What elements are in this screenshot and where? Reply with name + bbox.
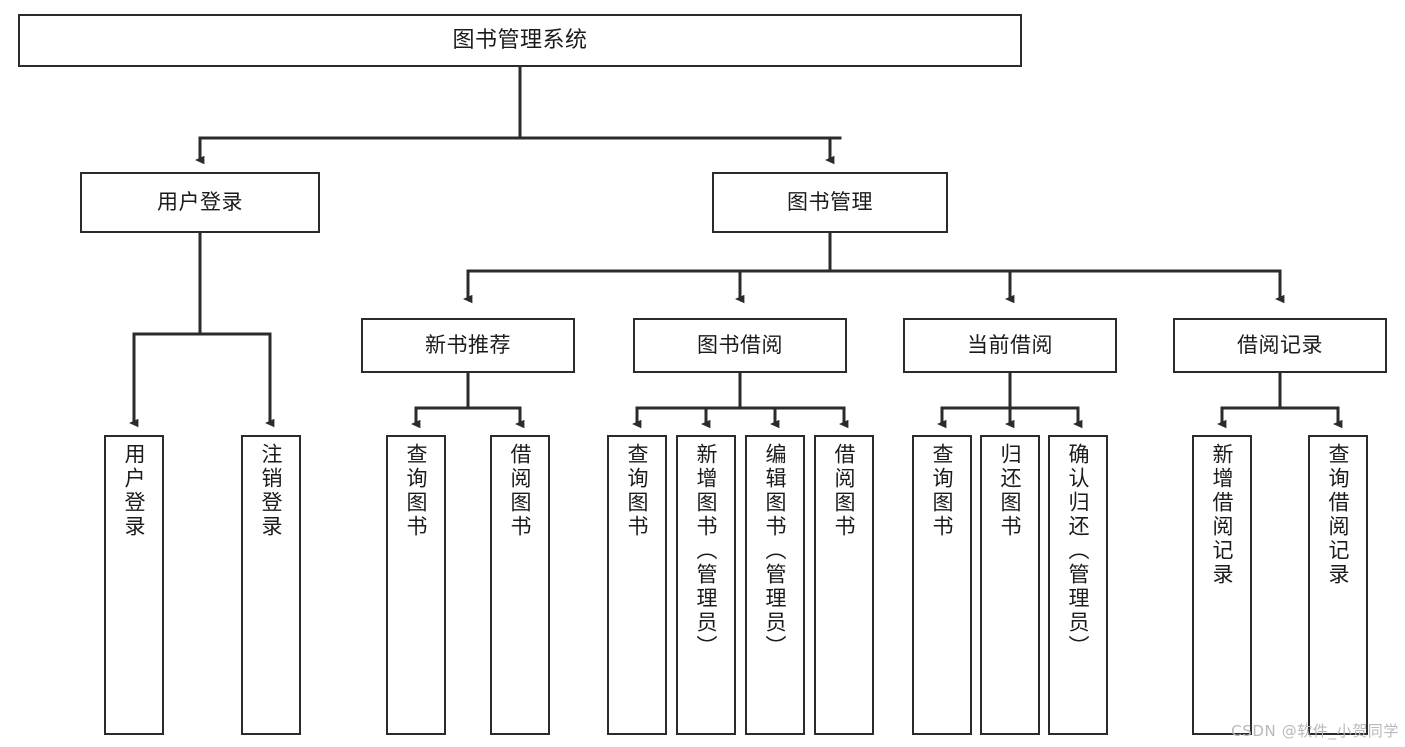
leaf-edit-book-admin[interactable]: 编辑图书（管理员）	[745, 435, 805, 735]
node-book-borrow[interactable]: 图书借阅	[633, 318, 847, 373]
node-label: 图书借阅	[697, 333, 783, 358]
node-label: 借阅图书	[508, 443, 533, 539]
node-label: 图书管理系统	[452, 27, 588, 53]
leaf-user-logout[interactable]: 注销登录	[241, 435, 301, 735]
node-label: 用户登录	[157, 190, 243, 215]
node-book-management[interactable]: 图书管理	[712, 172, 948, 233]
leaf-borrow-book-recommend[interactable]: 借阅图书	[490, 435, 550, 735]
node-label: 编辑图书（管理员）	[763, 443, 788, 659]
watermark-text: CSDN @软件_小贺同学	[1231, 722, 1399, 740]
node-label: 查询图书	[930, 443, 955, 539]
node-label: 新增图书（管理员）	[694, 443, 719, 659]
leaf-confirm-return-admin[interactable]: 确认归还（管理员）	[1048, 435, 1108, 735]
node-label: 查询借阅记录	[1326, 443, 1351, 587]
node-label: 注销登录	[259, 443, 284, 539]
node-label: 归还图书	[998, 443, 1023, 539]
node-label: 查询图书	[404, 443, 429, 539]
node-label: 借阅记录	[1237, 333, 1323, 358]
leaf-return-book[interactable]: 归还图书	[980, 435, 1040, 735]
node-label: 查询图书	[625, 443, 650, 539]
node-new-book-recommend[interactable]: 新书推荐	[361, 318, 575, 373]
node-user-login[interactable]: 用户登录	[80, 172, 320, 233]
node-label: 借阅图书	[832, 443, 857, 539]
leaf-borrow-book[interactable]: 借阅图书	[814, 435, 874, 735]
leaf-user-login[interactable]: 用户登录	[104, 435, 164, 735]
leaf-add-borrow-record[interactable]: 新增借阅记录	[1192, 435, 1252, 735]
node-label: 新增借阅记录	[1210, 443, 1235, 587]
node-label: 当前借阅	[967, 333, 1053, 358]
leaf-query-book-recommend[interactable]: 查询图书	[386, 435, 446, 735]
node-label: 确认归还（管理员）	[1066, 443, 1091, 659]
node-root-system[interactable]: 图书管理系统	[18, 14, 1022, 67]
node-current-borrow[interactable]: 当前借阅	[903, 318, 1117, 373]
leaf-add-book-admin[interactable]: 新增图书（管理员）	[676, 435, 736, 735]
leaf-query-book-borrow[interactable]: 查询图书	[607, 435, 667, 735]
node-label: 用户登录	[122, 443, 147, 539]
leaf-query-book-current[interactable]: 查询图书	[912, 435, 972, 735]
node-label: 新书推荐	[425, 333, 511, 358]
leaf-query-borrow-record[interactable]: 查询借阅记录	[1308, 435, 1368, 735]
node-label: 图书管理	[787, 190, 873, 215]
node-borrow-record[interactable]: 借阅记录	[1173, 318, 1387, 373]
